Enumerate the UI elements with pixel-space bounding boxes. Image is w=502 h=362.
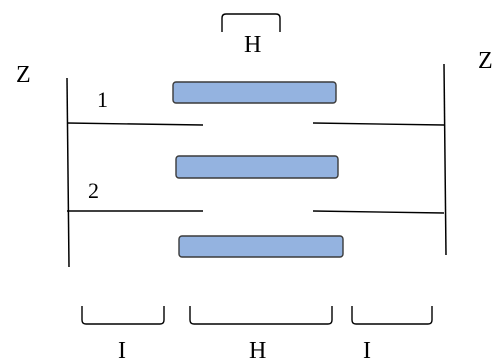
thick-filament-bar-top [172, 81, 337, 104]
left-z-line [66, 77, 70, 268]
thin-filament-right-bottom [312, 210, 445, 214]
top-h-label: H [244, 32, 261, 58]
thin-filament-right-top [312, 122, 445, 126]
right-z-label: Z [478, 48, 493, 74]
bottom-h-label: H [249, 338, 266, 362]
thick-filament-bar-bottom [178, 235, 344, 258]
right-z-line [443, 63, 447, 256]
bottom-i-right-label: I [363, 338, 371, 362]
thick-filament-bar-middle [175, 155, 339, 179]
bottom-i-right-bracket [351, 306, 433, 325]
thin-filament-left-top [66, 122, 204, 126]
line-2-label: 2 [88, 178, 99, 203]
line-1-label: 1 [97, 87, 108, 112]
bottom-i-left-bracket [81, 306, 165, 325]
top-h-bracket [221, 13, 281, 32]
left-z-label: Z [16, 62, 31, 88]
bottom-h-bracket [189, 306, 333, 325]
bottom-i-left-label: I [118, 338, 126, 362]
